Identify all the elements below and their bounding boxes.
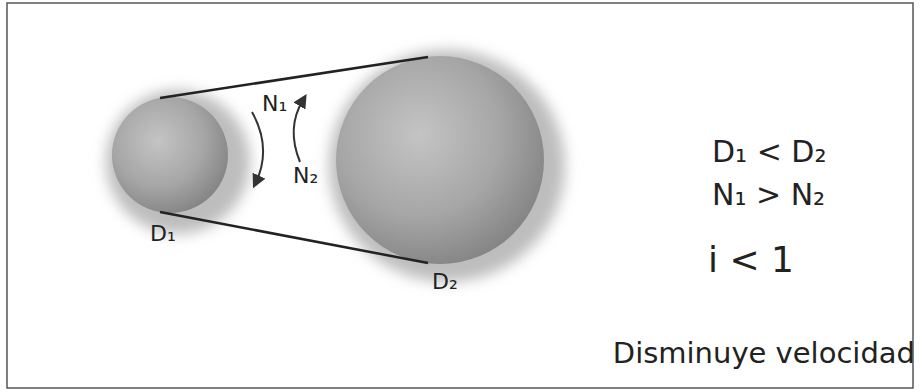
large-pulley (336, 56, 544, 264)
rotation-arrow (252, 112, 263, 182)
effect-note: Disminuye velocidad (613, 338, 915, 370)
diameter-label: D₂ (432, 270, 458, 294)
speed-label: N₂ (293, 164, 318, 188)
ratio-note: i < 1 (708, 240, 794, 280)
pulley-shadow (106, 90, 250, 234)
pulley-shadow (329, 50, 565, 282)
diameter-label: D₁ (150, 222, 176, 246)
rotation-arrow (294, 100, 303, 162)
frame (7, 3, 913, 388)
relation-note: N₁ > N₂ (712, 178, 825, 211)
belt-top (160, 57, 428, 98)
belt-bottom (160, 212, 428, 263)
speed-label: N₁ (262, 92, 287, 116)
small-pulley (112, 97, 228, 213)
relation-note: D₁ < D₂ (712, 135, 826, 168)
